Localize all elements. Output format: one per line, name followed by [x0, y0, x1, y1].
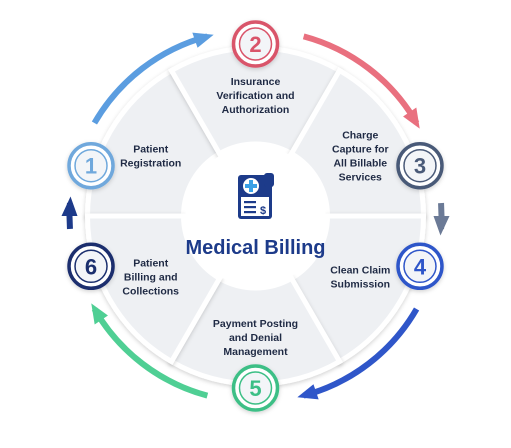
step-6-label-line: Billing and — [124, 272, 178, 284]
step-6-label-line: Patient — [133, 258, 169, 270]
step-3-label-line: All Billable — [333, 158, 387, 170]
ring-arrowhead-4 — [297, 384, 318, 399]
step-2-number: 2 — [249, 32, 261, 57]
step-3-label-line: Charge — [342, 130, 378, 142]
step-6-label-line: Collections — [122, 286, 179, 298]
step-2-label-line: Insurance — [231, 76, 281, 88]
step-4-badge: 4 — [398, 244, 442, 288]
step-1-label-line: Patient — [133, 144, 169, 156]
step-3-badge: 3 — [398, 144, 442, 188]
svg-text:$: $ — [260, 205, 266, 217]
ring-arrowhead-6 — [62, 197, 78, 216]
step-1-number: 1 — [85, 154, 97, 179]
step-3-label-line: Capture for — [332, 144, 389, 156]
step-5-label-line: Management — [223, 346, 288, 358]
step-3-number: 3 — [414, 154, 426, 179]
step-5-label-line: and Denial — [229, 332, 282, 344]
step-2-label-line: Authorization — [222, 104, 290, 116]
step-6-badge: 6 — [69, 244, 113, 288]
center-hub: $ Medical Billing — [185, 146, 325, 286]
step-1-badge: 1 — [69, 144, 113, 188]
step-5-number: 5 — [249, 376, 261, 401]
step-4-number: 4 — [414, 254, 427, 279]
step-5-badge: 5 — [234, 366, 278, 410]
step-5-label-line: Payment Posting — [213, 318, 298, 330]
medical-bill-icon: $ — [238, 173, 274, 219]
step-4-label-line: Submission — [331, 279, 391, 291]
ring-arrowhead-1 — [192, 33, 213, 48]
step-6-number: 6 — [85, 254, 97, 279]
ring-arrowhead-3 — [434, 216, 450, 235]
diagram-title: Medical Billing — [185, 237, 325, 259]
step-2-badge: 2 — [234, 22, 278, 66]
step-2-label-line: Verification and — [216, 90, 294, 102]
step-3-label-line: Services — [339, 172, 382, 184]
step-1-label-line: Registration — [120, 158, 181, 170]
step-4-label-line: Clean Claim — [330, 265, 390, 277]
